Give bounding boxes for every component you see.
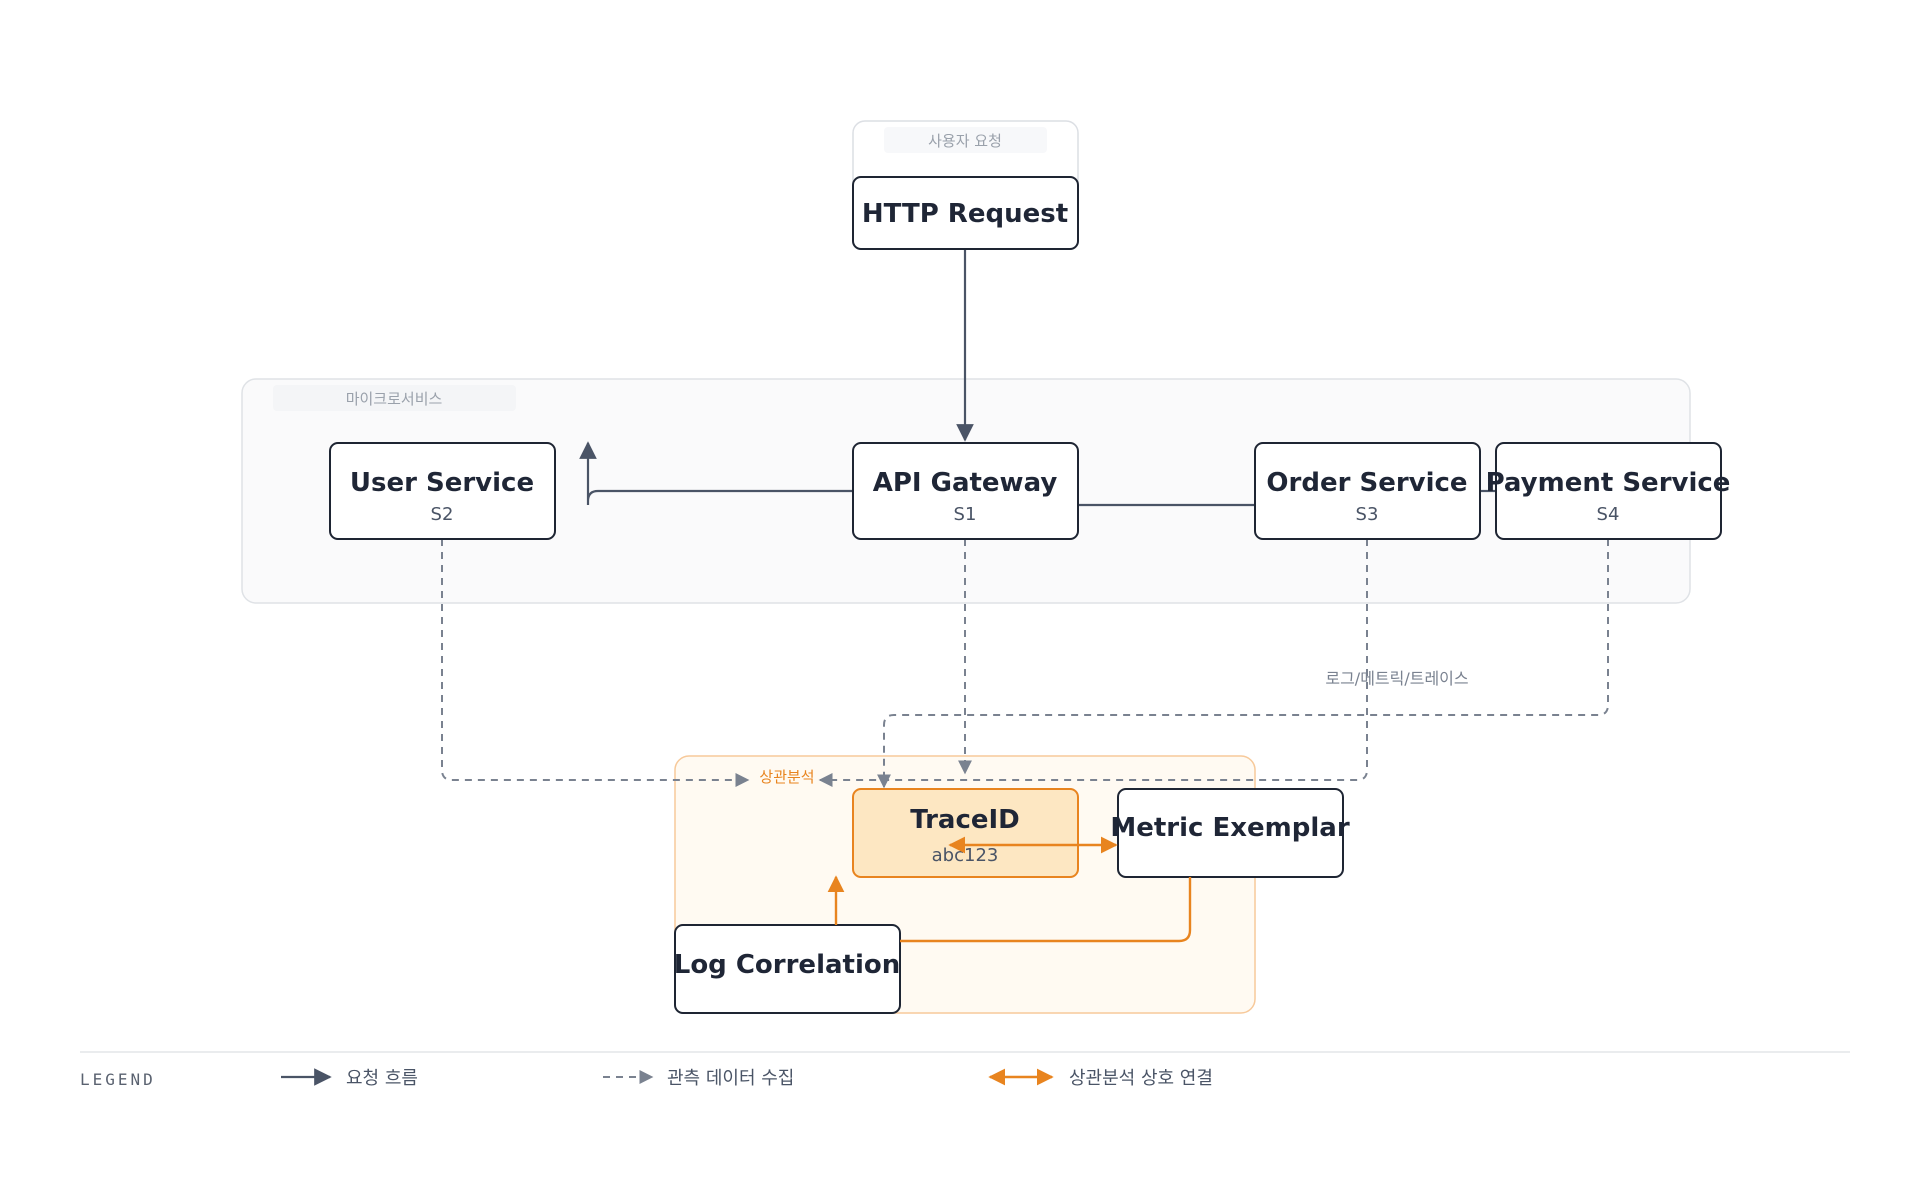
group-label-correlation: 상관분석 — [759, 768, 814, 786]
node-payment-service[interactable]: Payment Service S4 — [1486, 442, 1731, 540]
correlation-edges — [827, 836, 1192, 943]
observability-edges: 로그/메트릭/트레이스 — [441, 539, 1609, 789]
legend-title: LEGEND — [80, 1070, 156, 1089]
legend-item-observability: 관측 데이터 수집 — [603, 1068, 794, 1089]
node-subtitle: S1 — [954, 504, 977, 525]
legend: LEGEND 요청 흐름 관측 데이터 수집 상관분석 상호 연결 — [80, 1051, 1850, 1089]
group-label-user-request: 사용자 요청 — [928, 132, 1002, 150]
node-log-correlation[interactable]: Log Correlation — [674, 924, 901, 1014]
node-traceid[interactable]: TraceID abc123 — [852, 788, 1079, 878]
node-title: API Gateway — [873, 468, 1058, 498]
node-title: Metric Exemplar — [1110, 813, 1349, 843]
node-title: Order Service — [1266, 468, 1467, 498]
legend-item-correlation: 상관분석 상호 연결 — [988, 1068, 1213, 1089]
request-flow-edges — [588, 249, 1496, 507]
node-api-gateway[interactable]: API Gateway S1 — [852, 442, 1079, 540]
legend-label: 관측 데이터 수집 — [667, 1068, 794, 1089]
node-order-service[interactable]: Order Service S3 — [1254, 442, 1481, 540]
edge-metric-log — [900, 877, 1192, 943]
node-subtitle: S2 — [431, 504, 454, 525]
legend-item-request-flow: 요청 흐름 — [281, 1068, 418, 1089]
node-http-request[interactable]: HTTP Request — [852, 176, 1079, 250]
legend-label: 요청 흐름 — [346, 1068, 418, 1089]
node-subtitle: S3 — [1356, 504, 1379, 525]
edge-gateway-to-user — [588, 443, 853, 505]
node-title: Payment Service — [1486, 468, 1731, 498]
node-metric-exemplar[interactable]: Metric Exemplar — [1110, 788, 1350, 878]
node-title: HTTP Request — [862, 199, 1068, 229]
node-title: TraceID — [910, 805, 1020, 835]
node-title: Log Correlation — [674, 950, 900, 980]
edge-user-to-correlation — [441, 539, 750, 787]
node-subtitle: S4 — [1597, 504, 1620, 525]
edge-payment-to-traceid — [877, 539, 1609, 789]
edge-label-observability: 로그/메트릭/트레이스 — [1325, 669, 1468, 688]
legend-label: 상관분석 상호 연결 — [1069, 1068, 1213, 1089]
group-label-microservices: 마이크로서비스 — [346, 390, 443, 408]
node-user-service[interactable]: User Service S2 — [329, 442, 556, 540]
node-subtitle: abc123 — [932, 845, 999, 866]
node-title: User Service — [350, 468, 534, 498]
edge-order-to-correlation — [818, 539, 1368, 787]
